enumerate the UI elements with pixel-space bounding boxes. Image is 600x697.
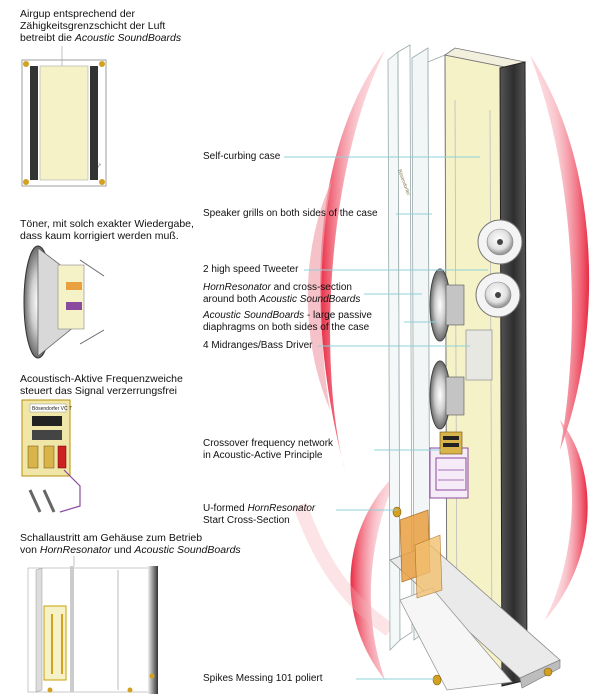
speaker-cone-thumbnail (23, 245, 105, 359)
outlet-caption-em2: Acoustic SoundBoards (134, 544, 241, 556)
leader-lines (284, 156, 488, 680)
angle-text: 45° (92, 164, 102, 170)
crossover-caption-line1: Acoustisch-Aktive Frequenzweiche (20, 373, 183, 385)
airgap-caption-line2: Zähigkeitsgrenzschicht der Luft (20, 20, 166, 32)
label-case: Self-curbing case (203, 151, 281, 162)
outlet-caption: Schallaustritt am Gehäuse zum Betrieb vo… (20, 532, 241, 556)
label-network-line2: in Acoustic-Active Principle (203, 450, 323, 461)
label-uhorn-line1: U-formed HornResonator (203, 503, 315, 515)
sound-caption: Töner, mit solch exakter Wiedergabe, das… (20, 218, 194, 242)
outlet-caption-prefix: von (20, 544, 40, 556)
label-tweeter: 2 high speed Tweeter (203, 264, 299, 275)
label-horn-line2: around both Acoustic SoundBoards (203, 294, 360, 306)
label-network: Crossover frequency network in Acoustic-… (203, 438, 333, 462)
label-horn-em2: Acoustic SoundBoards (259, 294, 361, 305)
label-uhorn-em: HornResonator (247, 503, 316, 514)
airgap-caption: Airgup entsprechend der Zähigkeitsgrenzs… (20, 8, 181, 44)
label-network-line1: Crossover frequency network (203, 438, 334, 449)
sound-caption-line1: Töner, mit solch exakter Wiedergabe, (20, 218, 194, 230)
airgap-thumbnail: 45° (21, 46, 107, 187)
label-horn-prefix: around both (203, 294, 260, 305)
sound-caption-line2: dass kaum korrigiert werden muß. (20, 230, 179, 242)
label-horn-mid: and cross-section (270, 282, 352, 293)
label-horn-line1: HornResonator and cross-section (203, 282, 360, 294)
airgap-caption-line1: Airgup entsprechend der (20, 8, 135, 20)
label-passive: Acoustic SoundBoards - large passive dia… (203, 310, 372, 334)
crossover-caption-line2: steuert das Signal verzerrungsfrei (20, 385, 177, 397)
brand-plate-text: Bösendorfer VC 7 (32, 406, 72, 412)
outlet-caption-line2: von HornResonator und Acoustic SoundBoar… (20, 544, 241, 556)
label-passive-line1: Acoustic SoundBoards - large passive (203, 310, 372, 322)
airgap-caption-prefix: betreibt die (20, 32, 75, 44)
label-horn-em: HornResonator (203, 282, 271, 293)
label-uhorn: U-formed HornResonator Start Cross-Secti… (203, 503, 315, 527)
label-midranges: 4 Midranges/Bass Driver (203, 340, 313, 351)
outlet-caption-mid: und (111, 544, 135, 556)
label-passive-suffix: - large passive (304, 310, 372, 321)
label-spikes: Spikes Messing 101 poliert (203, 673, 323, 684)
outlet-caption-em1: HornResonator (39, 544, 112, 556)
crossover-thumbnail: Bösendorfer VC 7 (21, 399, 81, 513)
label-grills: Speaker grills on both sides of the case (203, 208, 378, 219)
label-passive-line2: diaphragms on both sides of the case (203, 322, 370, 333)
sound-wave-glows (293, 50, 590, 680)
outlet-caption-line1: Schallaustritt am Gehäuse zum Betrieb (20, 532, 203, 544)
label-uhorn-prefix: U-formed (203, 503, 248, 514)
airgap-caption-em: Acoustic SoundBoards (74, 32, 182, 44)
label-horn: HornResonator and cross-section around b… (203, 282, 360, 306)
crossover-caption: Acoustisch-Aktive Frequenzweiche steuert… (20, 373, 183, 397)
airgap-caption-line3: betreibt die Acoustic SoundBoards (20, 32, 181, 44)
outlet-thumbnail (27, 556, 158, 694)
label-passive-em: Acoustic SoundBoards (203, 310, 305, 321)
label-uhorn-line2: Start Cross-Section (203, 515, 290, 526)
speaker-cabinet (387, 44, 561, 691)
